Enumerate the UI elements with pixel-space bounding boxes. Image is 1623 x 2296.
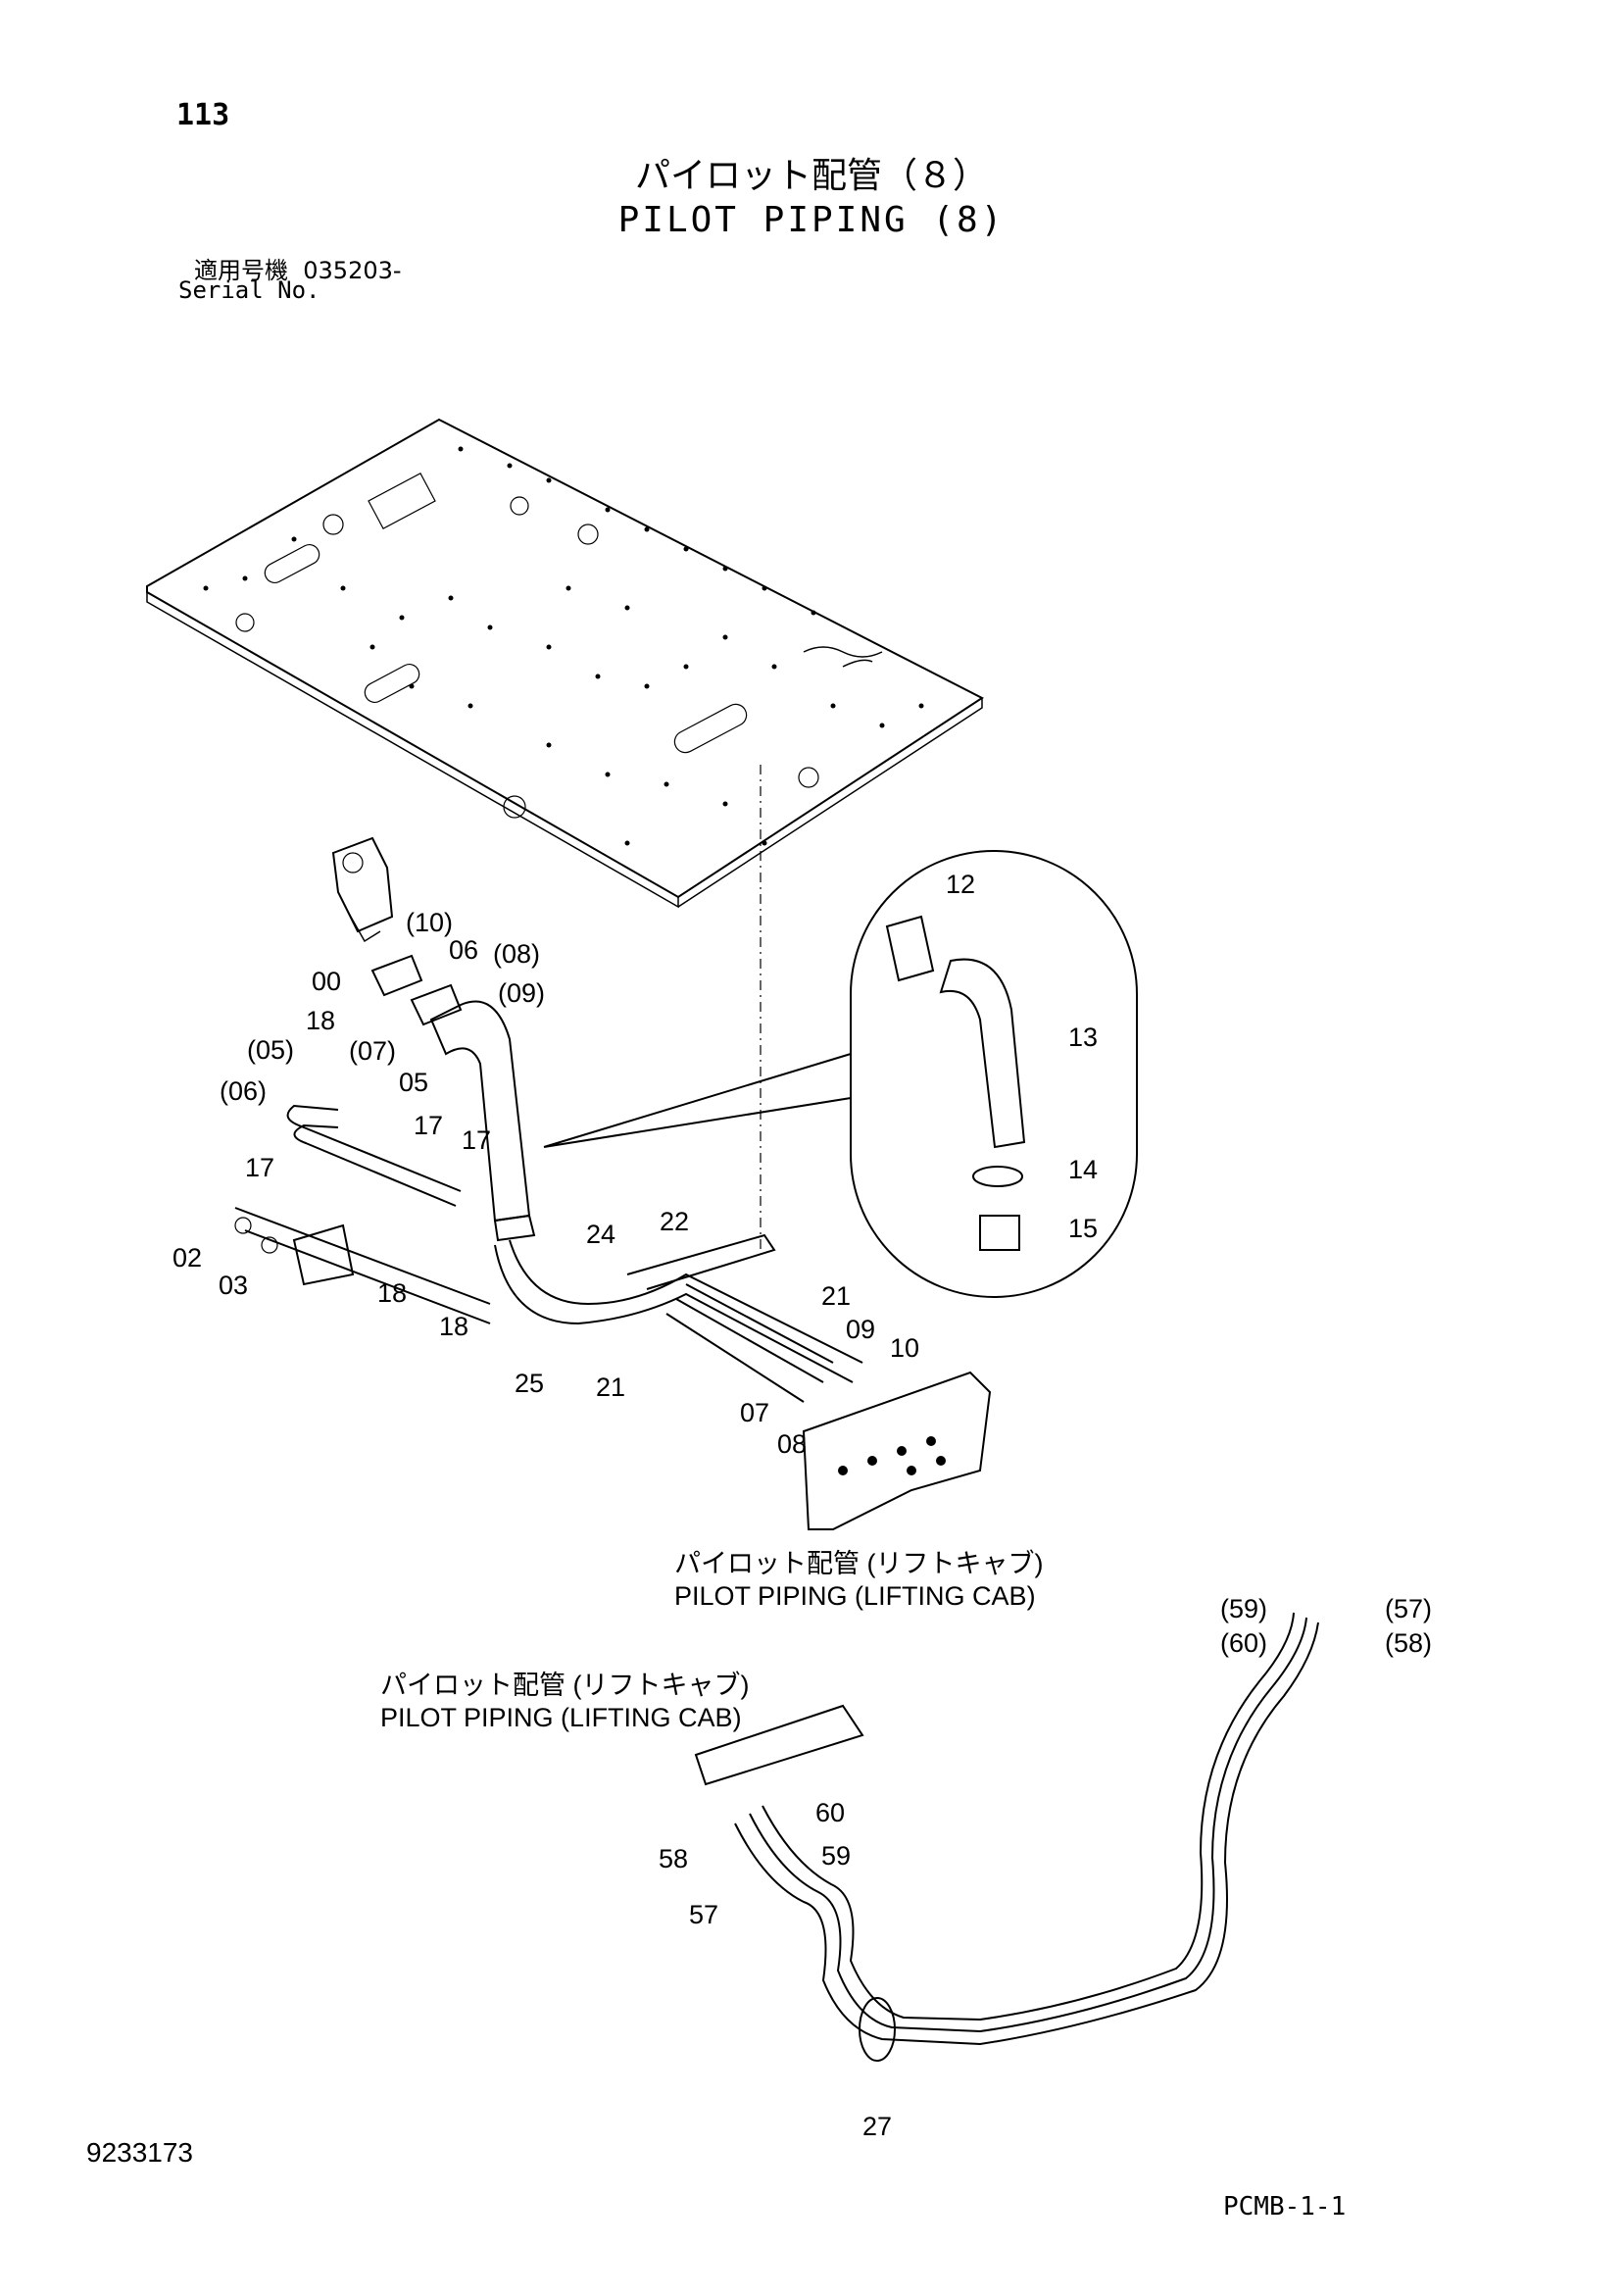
label-18-c: 18 [439,1312,468,1341]
label-25: 25 [515,1369,544,1398]
caption-lifting-cab-en-2: PILOT PIPING (LIFTING CAB) [380,1703,742,1732]
label-60-paren: (60) [1220,1628,1267,1658]
label-24: 24 [586,1220,615,1249]
label-06-paren: (06) [220,1076,267,1106]
label-21-a: 21 [821,1281,851,1311]
main-hose [429,1000,536,1242]
label-14: 14 [1068,1155,1098,1184]
label-18-a: 18 [306,1006,335,1035]
floor-plate [146,418,984,909]
lifting-cab-hose [694,1612,1319,2062]
page-code: PCMB-1-1 [1223,2192,1347,2221]
label-08-paren: (08) [493,939,540,969]
serial-value: 035203- [303,257,402,284]
serial-label-english: Serial No. [178,276,320,304]
label-07: 07 [740,1398,769,1427]
label-15: 15 [1068,1214,1098,1243]
caption-lifting-cab-jp-2: パイロット配管 (リフトキャブ) [380,1671,749,1700]
label-17-c: 17 [245,1153,274,1182]
label-21-b: 21 [596,1373,625,1402]
label-22: 22 [660,1207,689,1236]
label-17-b: 17 [462,1125,491,1155]
caption-lifting-cab-en-1: PILOT PIPING (LIFTING CAB) [674,1581,1036,1611]
label-59: 59 [821,1841,851,1871]
fitting-cluster [370,954,463,1026]
label-59-paren: (59) [1220,1594,1267,1623]
part-labels: 12 13 14 15 (10) 06 (08) (09) 00 18 (05)… [172,870,1432,2141]
label-09: 09 [846,1315,875,1344]
detail-callout [543,850,1138,1298]
page-number: 113 [176,98,230,132]
label-12: 12 [946,870,975,899]
pilot-valve [331,836,394,943]
label-58: 58 [659,1844,688,1873]
label-17-a: 17 [414,1111,443,1140]
label-18-b: 18 [377,1278,407,1308]
valve-block [802,1371,992,1530]
serial-label-japanese: 適用号機 035203- [194,251,402,285]
label-57-paren: (57) [1385,1594,1432,1623]
label-06: 06 [449,935,478,965]
label-02: 02 [172,1243,202,1273]
label-03: 03 [219,1271,248,1300]
page-title-english: PILOT PIPING (8) [617,200,1006,240]
label-27: 27 [862,2112,892,2141]
pipe-loop [234,1104,491,1324]
serial-label-jp-text: 適用号機 [194,257,288,284]
caption-lifting-cab-jp-1: パイロット配管 (リフトキャブ) [674,1549,1043,1578]
label-08: 08 [777,1429,807,1459]
label-60: 60 [815,1798,845,1827]
label-05: 05 [399,1068,428,1097]
label-57: 57 [689,1900,718,1929]
label-10-paren: (10) [406,908,453,937]
label-10: 10 [890,1333,919,1363]
hose-bundle [494,1233,863,1403]
label-05-paren: (05) [247,1035,294,1065]
label-09-paren: (09) [498,978,545,1008]
label-58-paren: (58) [1385,1628,1432,1658]
page-title-japanese: パイロット配管（８） [634,156,988,196]
document-number: 9233173 [86,2137,194,2168]
label-07-paren: (07) [349,1036,396,1066]
label-13: 13 [1068,1023,1098,1052]
label-00: 00 [312,967,341,996]
